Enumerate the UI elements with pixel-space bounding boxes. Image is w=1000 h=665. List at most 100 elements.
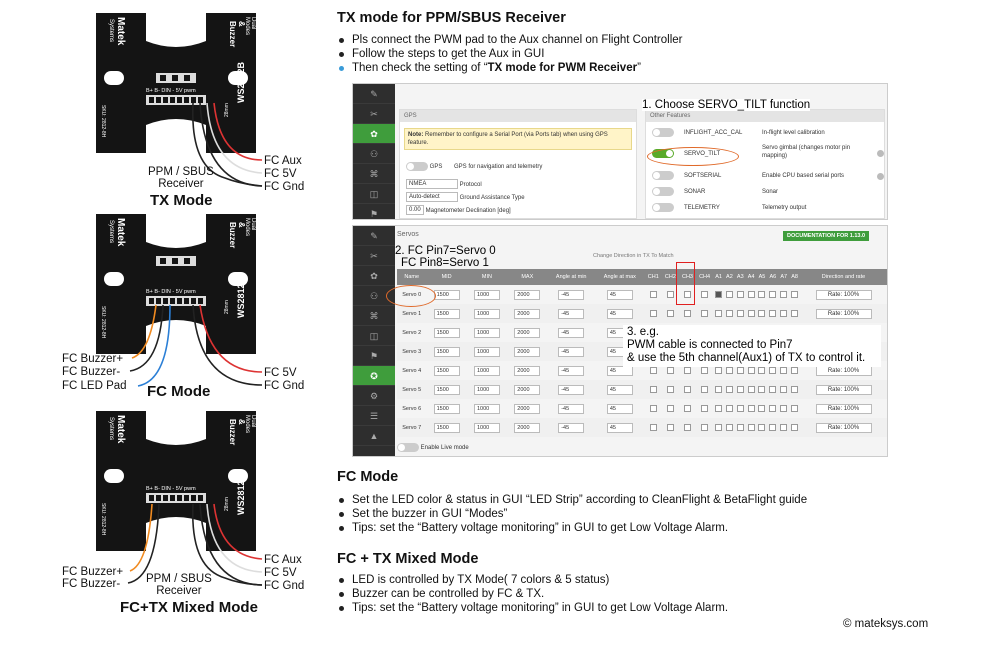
mid-input[interactable]: 1500 — [433, 384, 460, 395]
channel-checkbox[interactable] — [649, 367, 657, 374]
angle-min-input[interactable]: -45 — [558, 403, 585, 414]
channel-checkbox[interactable] — [747, 424, 755, 431]
max-input[interactable]: 2000 — [514, 346, 541, 357]
modes-icon[interactable]: ⚑ — [353, 204, 395, 219]
gps-toggle[interactable] — [406, 161, 428, 171]
channel-checkbox[interactable] — [666, 310, 674, 317]
mid-input[interactable]: 1500 — [433, 403, 460, 414]
channel-checkbox[interactable] — [780, 291, 788, 298]
channel-checkbox[interactable] — [683, 424, 691, 431]
channel-checkbox[interactable] — [683, 405, 691, 412]
angle-max-input[interactable]: 45 — [606, 365, 633, 376]
feature-toggle[interactable] — [652, 170, 674, 180]
channel-checkbox[interactable] — [747, 310, 755, 317]
max-input[interactable]: 2000 — [514, 403, 541, 414]
channel-checkbox[interactable] — [666, 367, 674, 374]
angle-min-input[interactable]: -45 — [558, 308, 585, 319]
channel-checkbox[interactable] — [747, 405, 755, 412]
channel-checkbox[interactable] — [683, 386, 691, 393]
channel-checkbox[interactable] — [780, 310, 788, 317]
channel-checkbox[interactable] — [747, 386, 755, 393]
channel-checkbox[interactable] — [649, 291, 657, 298]
channel-checkbox[interactable] — [791, 367, 799, 374]
mid-input[interactable]: 1500 — [433, 327, 460, 338]
channel-checkbox[interactable] — [736, 291, 744, 298]
mid-input[interactable]: 1500 — [433, 346, 460, 357]
max-input[interactable]: 2000 — [514, 327, 541, 338]
min-input[interactable]: 1000 — [473, 365, 500, 376]
mag-decl-input[interactable]: 0.00 — [406, 205, 424, 216]
channel-checkbox[interactable] — [701, 405, 709, 412]
angle-max-input[interactable]: 45 — [606, 422, 633, 433]
rate-select[interactable]: Rate: 100% — [815, 403, 872, 414]
channel-checkbox[interactable] — [769, 405, 777, 412]
max-input[interactable]: 2000 — [514, 422, 541, 433]
live-mode-toggle[interactable] — [397, 442, 419, 452]
mid-input[interactable]: 1500 — [433, 308, 460, 319]
channel-checkbox[interactable] — [666, 424, 674, 431]
servos-icon[interactable]: ✪ — [353, 366, 395, 386]
angle-min-input[interactable]: -45 — [558, 365, 585, 376]
angle-max-input[interactable]: 45 — [606, 403, 633, 414]
angle-max-input[interactable]: 45 — [606, 308, 633, 319]
gear-icon[interactable]: ✿ — [353, 124, 395, 144]
max-input[interactable]: 2000 — [514, 384, 541, 395]
led-strip-icon[interactable]: ☰ — [353, 406, 395, 426]
channel-checkbox[interactable] — [666, 386, 674, 393]
angle-max-input[interactable]: 45 — [606, 384, 633, 395]
mid-input[interactable]: 1500 — [433, 289, 460, 300]
channel-checkbox[interactable] — [649, 310, 657, 317]
wrench-icon[interactable]: ✎ — [353, 84, 395, 104]
channel-checkbox[interactable] — [736, 367, 744, 374]
channel-checkbox[interactable] — [701, 367, 709, 374]
network-icon[interactable]: ⚇ — [353, 286, 395, 306]
motors-icon[interactable]: ⚙ — [353, 386, 395, 406]
min-input[interactable]: 1000 — [473, 308, 500, 319]
channel-checkbox[interactable] — [758, 367, 766, 374]
feature-toggle[interactable] — [652, 127, 674, 137]
wrench-icon[interactable]: ✎ — [353, 226, 395, 246]
feature-toggle[interactable] — [652, 186, 674, 196]
max-input[interactable]: 2000 — [514, 365, 541, 376]
channel-checkbox[interactable] — [725, 386, 733, 393]
channel-checkbox[interactable] — [701, 424, 709, 431]
tools-icon[interactable]: ✂ — [353, 104, 395, 124]
channel-checkbox[interactable] — [769, 310, 777, 317]
min-input[interactable]: 1000 — [473, 327, 500, 338]
footer-copyright[interactable]: © mateksys.com — [843, 618, 929, 630]
channel-checkbox[interactable] — [780, 386, 788, 393]
gear-icon[interactable]: ✿ — [353, 266, 395, 286]
angle-min-input[interactable]: -45 — [558, 346, 585, 357]
channel-checkbox[interactable] — [683, 291, 691, 298]
ground-assist-select[interactable]: Auto-detect — [406, 192, 458, 203]
channel-checkbox[interactable] — [736, 310, 744, 317]
channel-checkbox[interactable] — [736, 386, 744, 393]
channel-checkbox[interactable] — [666, 405, 674, 412]
channel-checkbox[interactable] — [791, 424, 799, 431]
sensors-icon[interactable]: ▲ — [353, 426, 395, 446]
max-input[interactable]: 2000 — [514, 289, 541, 300]
channel-checkbox[interactable] — [758, 424, 766, 431]
channel-checkbox[interactable] — [791, 310, 799, 317]
sitemap-icon[interactable]: ⌘ — [353, 164, 395, 184]
channel-checkbox[interactable] — [666, 291, 674, 298]
channel-checkbox[interactable] — [758, 310, 766, 317]
mid-input[interactable]: 1500 — [433, 365, 460, 376]
receiver-icon[interactable]: ◫ — [353, 184, 395, 204]
channel-checkbox[interactable] — [747, 291, 755, 298]
network-icon[interactable]: ⚇ — [353, 144, 395, 164]
channel-checkbox[interactable] — [758, 291, 766, 298]
min-input[interactable]: 1000 — [473, 346, 500, 357]
channel-checkbox[interactable] — [715, 367, 723, 374]
feature-toggle[interactable] — [652, 202, 674, 212]
channel-checkbox[interactable] — [769, 291, 777, 298]
min-input[interactable]: 1000 — [473, 384, 500, 395]
min-input[interactable]: 1000 — [473, 422, 500, 433]
rate-select[interactable]: Rate: 100% — [815, 384, 872, 395]
channel-checkbox[interactable] — [758, 405, 766, 412]
channel-checkbox[interactable] — [736, 405, 744, 412]
channel-checkbox[interactable] — [780, 405, 788, 412]
channel-checkbox[interactable] — [683, 310, 691, 317]
tools-icon[interactable]: ✂ — [353, 246, 395, 266]
receiver-icon[interactable]: ◫ — [353, 326, 395, 346]
